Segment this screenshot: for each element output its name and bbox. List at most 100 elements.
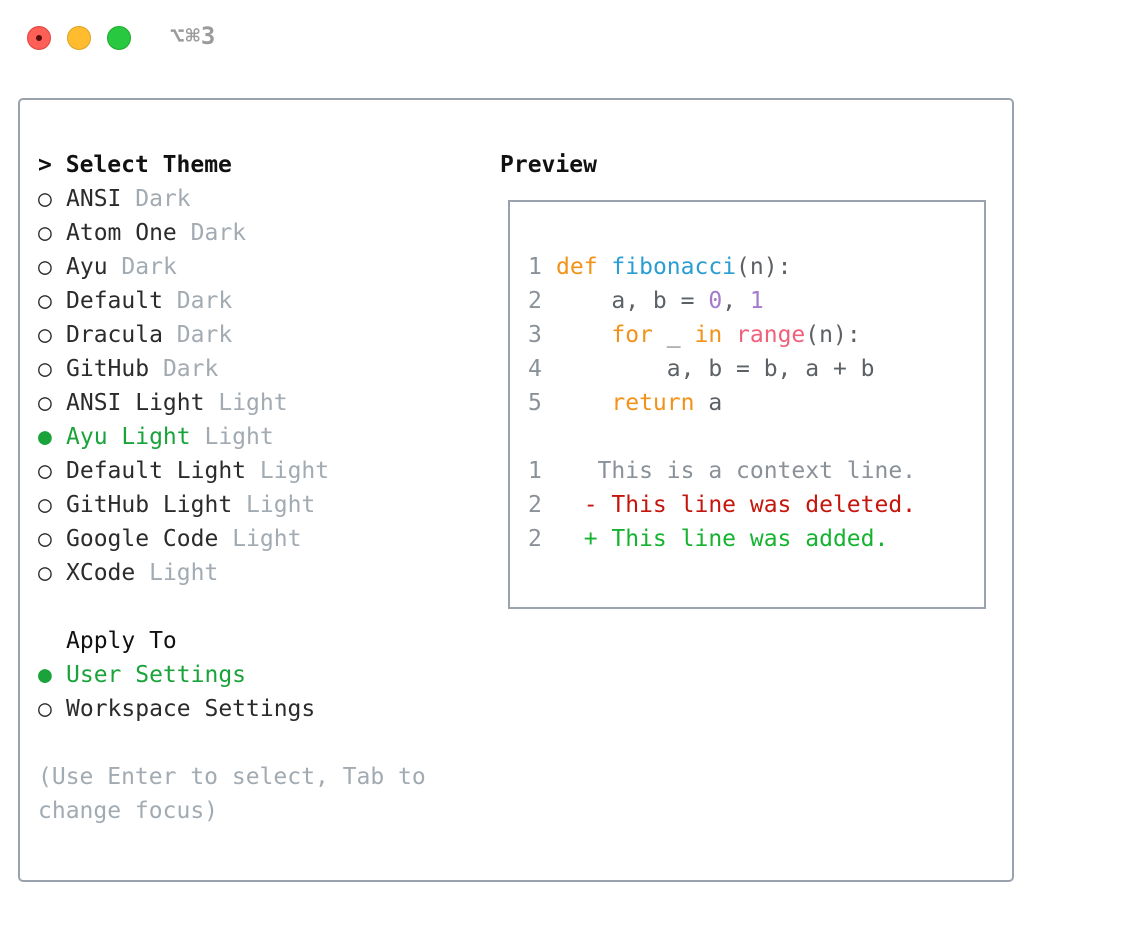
theme-list-title: Select Theme [65,152,232,178]
number-token: 0 [708,288,723,314]
function-token: fibonacci [611,254,737,280]
radio-icon: ○ [38,458,52,484]
theme-option-name: GitHub Light [66,492,233,518]
radio-icon: ○ [38,220,52,246]
keyword-token: for [611,322,653,348]
theme-option-kind: Dark [162,356,219,382]
theme-option-kind: Dark [176,288,233,314]
radio-icon: ○ [38,526,52,552]
theme-option-name: GitHub [66,356,150,382]
radio-icon: ○ [38,356,52,382]
theme-option-github-dark[interactable]: ○ GitHub Dark [38,352,218,386]
focus-indicator: > [38,152,52,178]
preview-title: Preview [500,152,597,178]
keyword-token: return [611,390,695,416]
theme-option-kind: Dark [176,322,233,348]
theme-option-kind: Light [204,424,274,450]
apply-option-name: User Settings [66,662,247,688]
theme-option-github-light[interactable]: ○ GitHub Light Light [38,488,315,522]
keyboard-shortcut-label: ⌥⌘3 [170,22,217,50]
builtin-token: range [736,322,806,348]
theme-option-kind: Light [246,492,316,518]
diff-context-line: 1 This is a context line. [528,454,916,488]
theme-option-name: Ayu [66,254,108,280]
radio-icon: ○ [38,560,52,586]
code-line-3: 3 for _ in range(n): [528,318,861,352]
line-number: 2 [528,526,542,552]
apply-option-workspace-settings[interactable]: ○ Workspace Settings [38,692,315,726]
theme-option-kind: Light [149,560,219,586]
theme-option-ayu-dark[interactable]: ○ Ayu Dark [38,250,177,284]
plain-token: (n): [805,322,861,348]
theme-option-name: Dracula [66,322,163,348]
line-number: 1 [528,458,542,484]
code-line-4: 4 a, b = b, a + b [528,352,875,386]
theme-option-name: Default [66,288,163,314]
help-hint-line-2: change focus) [38,798,219,824]
indent [556,390,611,416]
number-token: 1 [749,288,764,314]
line-number: 2 [528,492,542,518]
diff-added-text: + This line was added. [556,526,889,552]
plain-token: a, b = [556,288,709,314]
apply-to-header: Apply To [66,628,177,654]
theme-dialog [18,98,1014,882]
line-number: 2 [528,288,542,314]
space [722,322,736,348]
radio-icon: ○ [38,390,52,416]
theme-option-dracula-dark[interactable]: ○ Dracula Dark [38,318,232,352]
plain-token: _ [652,322,695,348]
close-window-button[interactable] [27,26,51,50]
theme-option-name: Atom One [66,220,177,246]
radio-icon: ○ [38,186,52,212]
theme-option-name: Default Light [66,458,247,484]
preview-box [508,200,986,609]
zoom-window-button[interactable] [107,26,131,50]
theme-option-kind: Dark [135,186,191,212]
diff-added-line: 2 + This line was added. [528,522,888,556]
plain-token: , [722,288,750,314]
code-line-2: 2 a, b = 0, 1 [528,284,764,318]
theme-option-kind: Dark [190,220,247,246]
theme-option-name: XCode [66,560,136,586]
line-number: 4 [528,356,542,382]
line-number: 1 [528,254,542,280]
keyword-token: in [694,322,723,348]
apply-option-user-settings[interactable]: ● User Settings [38,658,246,692]
theme-option-default-light[interactable]: ○ Default Light Light [38,454,329,488]
plain-token: (n): [736,254,792,280]
radio-selected-icon: ● [38,662,52,688]
theme-option-name: Ayu Light [66,424,191,450]
plain-token: a, b = b, a + b [556,356,875,382]
keyword-token: def [556,254,598,280]
radio-icon: ○ [38,492,52,518]
diff-deleted-line: 2 - This line was deleted. [528,488,916,522]
indent [556,322,611,348]
theme-option-xcode-light[interactable]: ○ XCode Light [38,556,218,590]
radio-icon: ○ [38,322,52,348]
theme-option-google-code-light[interactable]: ○Google Code Light [38,522,301,556]
radio-selected-icon: ● [38,424,52,450]
theme-option-kind: Light [259,458,330,484]
theme-option-kind: Light [218,390,288,416]
theme-option-name: ANSI Light [66,390,205,416]
window-titlebar: ⌥⌘3 [0,0,1140,76]
theme-option-default-dark[interactable]: ○Default Dark [38,284,232,318]
theme-option-ansi-dark[interactable]: ○ ANSI Dark [38,182,191,216]
code-line-5: 5 return a [528,386,722,420]
radio-icon: ○ [38,696,52,722]
theme-option-atom-one-dark[interactable]: ○ Atom One Dark [38,216,246,250]
line-number: 3 [528,322,542,348]
theme-option-name: ANSI [66,186,122,212]
minimize-window-button[interactable] [67,26,91,50]
theme-option-kind: Dark [121,254,177,280]
diff-context-text: This is a context line. [556,458,917,484]
theme-list-header: > Select Theme [38,148,232,182]
apply-option-name: Workspace Settings [66,696,316,722]
theme-option-ansi-light[interactable]: ○ ANSI Light Light [38,386,288,420]
theme-option-kind: Light [232,526,302,552]
help-hint-line-1: (Use Enter to select, Tab to [38,764,426,790]
theme-option-ayu-light[interactable]: ● Ayu Light Light [38,420,274,454]
radio-icon: ○ [38,254,52,280]
plain-token: a [694,390,723,416]
